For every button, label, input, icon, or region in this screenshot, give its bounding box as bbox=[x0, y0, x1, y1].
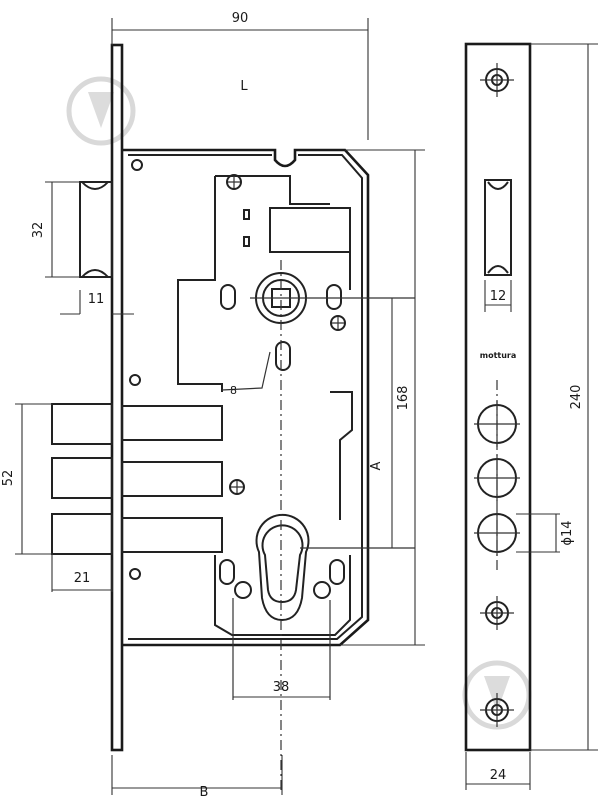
watermark-logo bbox=[66, 76, 136, 146]
dim-backset-label: B bbox=[200, 785, 209, 799]
screw-bottom bbox=[480, 693, 514, 727]
latch-slot bbox=[484, 179, 512, 276]
dim-cylinder-spacing-label: 38 bbox=[273, 680, 290, 695]
screw-middle bbox=[480, 596, 514, 630]
dimensions-left: 90 L 32 11 52 21 168 A 8 38 B bbox=[1, 11, 425, 799]
dim-latch-height-label: 32 bbox=[31, 222, 46, 239]
dead-bolts bbox=[51, 403, 223, 555]
dim-latch-offset-label: 11 bbox=[88, 292, 105, 307]
dim-bolts-height-label: 52 bbox=[1, 470, 16, 487]
dim-latch-slot-width-label: 12 bbox=[490, 289, 507, 304]
dim-bolt-projection-label: 21 bbox=[74, 571, 91, 586]
dim-length-label: L bbox=[240, 79, 248, 94]
dim-width-label: 90 bbox=[232, 11, 249, 26]
faceplate-front bbox=[464, 42, 532, 752]
lock-side-view bbox=[51, 43, 415, 790]
cylinder-hole bbox=[261, 524, 304, 604]
brand-mark: mottura bbox=[480, 351, 517, 360]
lock-case bbox=[122, 148, 370, 647]
latch-bolt bbox=[79, 181, 113, 278]
dim-spacing-label: A bbox=[369, 461, 384, 470]
faceplate-front-view: 12 mottura ϕ14 bbox=[464, 42, 598, 790]
dim-center-distance-label: 168 bbox=[396, 386, 411, 411]
dim-faceplate-width-label: 24 bbox=[490, 768, 507, 783]
dim-spindle-label: 8 bbox=[230, 384, 237, 397]
dim-faceplate-length-label: 240 bbox=[569, 385, 584, 410]
faceplate-side bbox=[110, 43, 124, 752]
dim-hole-diameter-label: ϕ14 bbox=[560, 520, 575, 545]
screw-top bbox=[480, 63, 514, 97]
